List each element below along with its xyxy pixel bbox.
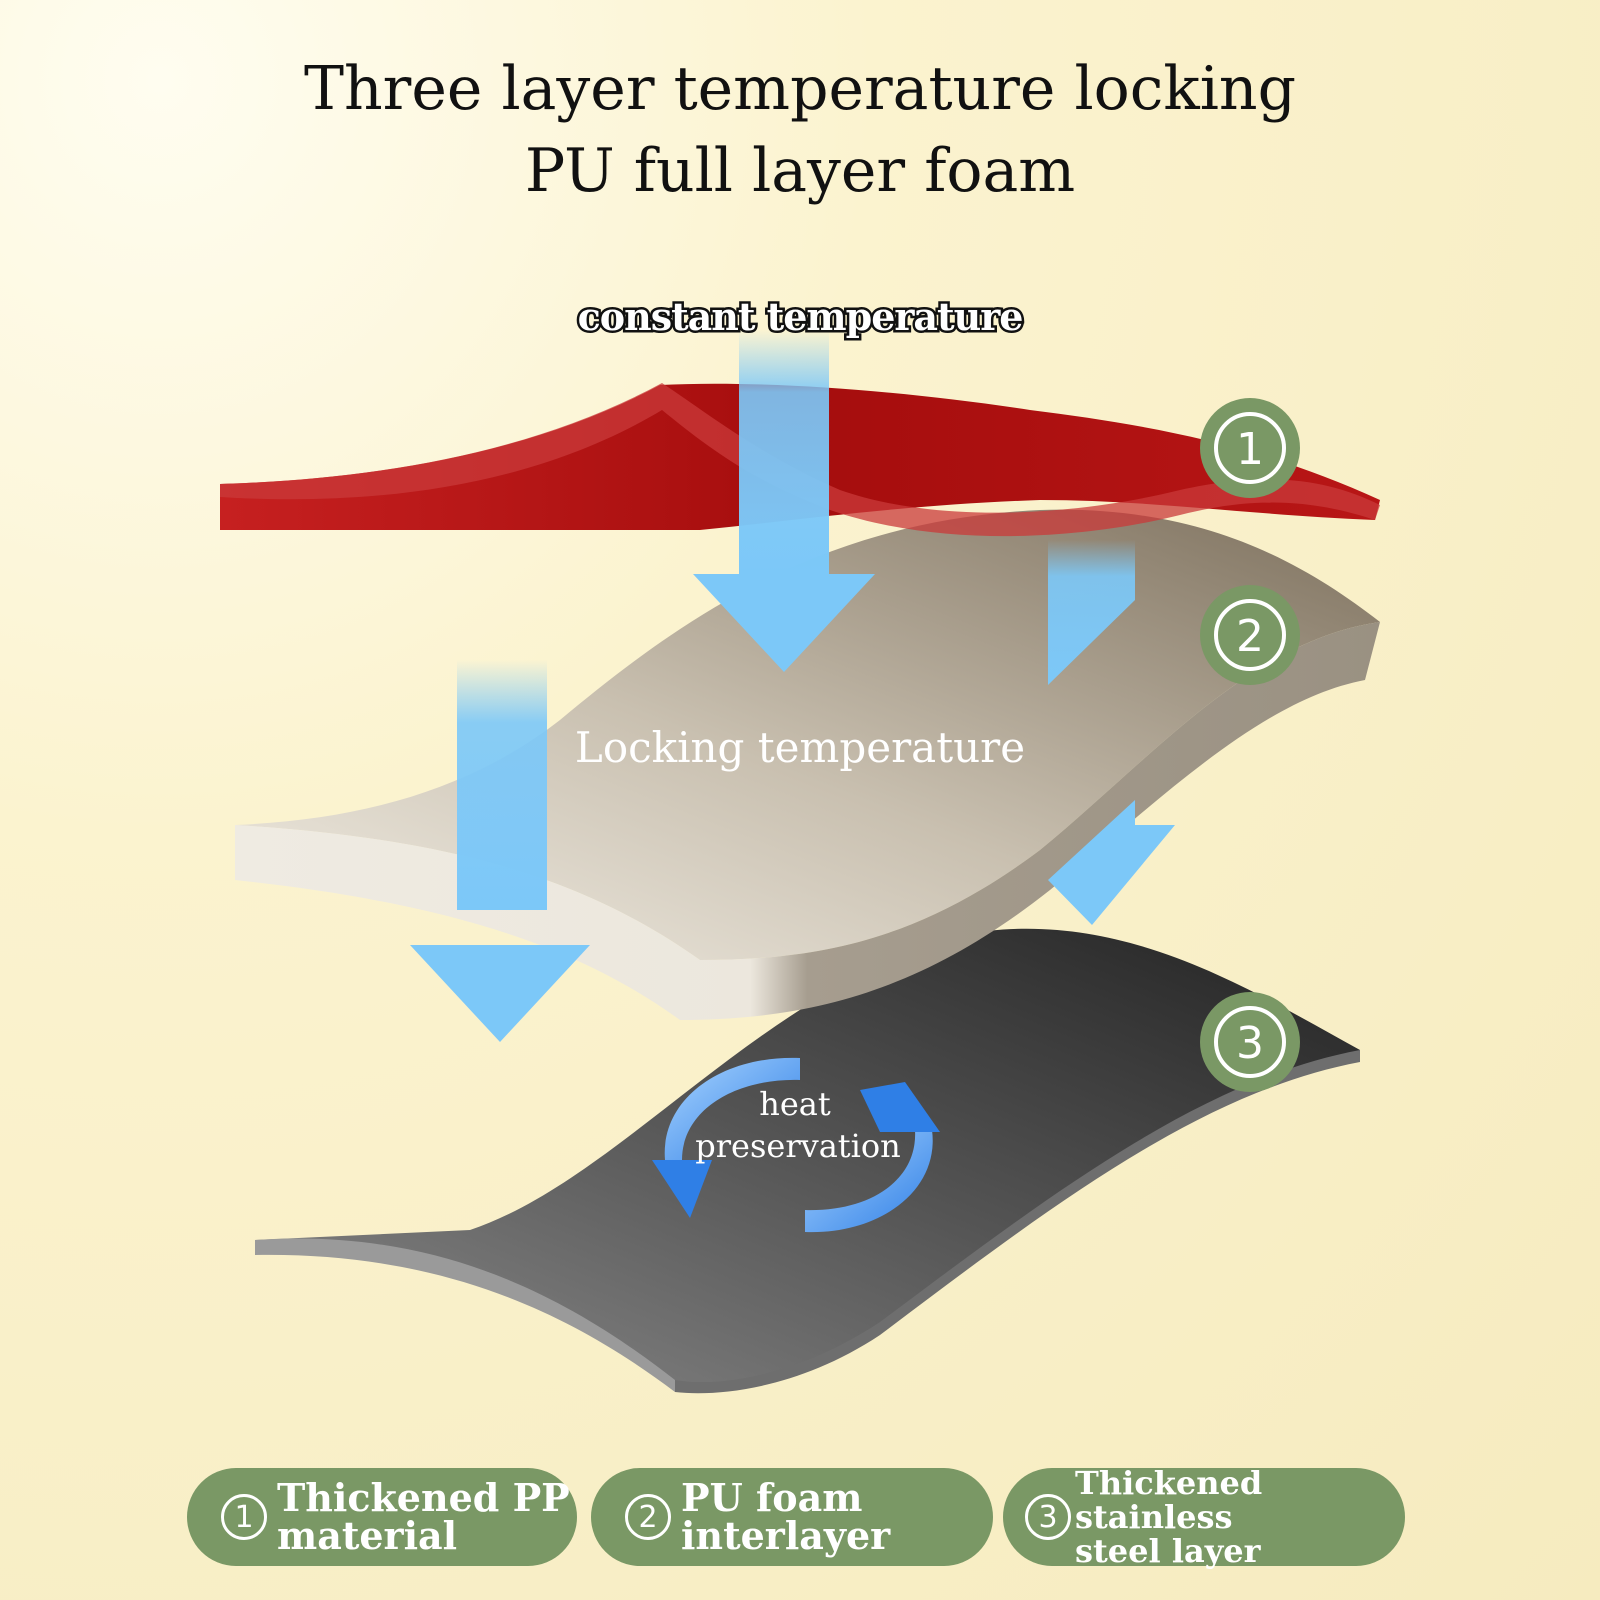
preservation-label: preservation [695,1127,901,1165]
legend-item-steel-layer: 3 Thickened stainless steel layer [1003,1464,1405,1570]
down-arrow-right-bottom [1048,800,1175,925]
heat-label: heat [759,1085,831,1123]
badge-2: 2 [1200,585,1300,685]
legend-item-pu-foam: 2 PU foam interlayer [591,1468,993,1566]
badge-3: 3 [1200,992,1300,1092]
page-title: Three layer temperature locking PU full … [0,48,1600,212]
cycle-arrows-icon [652,1057,940,1233]
down-arrow-left [410,660,590,1042]
legend-number: 1 [221,1494,267,1540]
legend-label: Thickened stainless steel layer [1075,1464,1263,1570]
badge-3-label: 3 [1236,1018,1264,1069]
constant-temperature-label: constant temperature [578,294,1023,339]
badge-1: 1 [1200,398,1300,498]
down-arrow-right-top [1048,540,1135,685]
steel-layer [255,928,1360,1394]
locking-temperature-label: Locking temperature [575,723,1025,772]
legend-item-pp-material: 1 Thickened PP material [187,1468,577,1566]
badge-1-label: 1 [1236,424,1264,475]
title-line-2: PU full layer foam [524,136,1076,206]
badge-2-label: 2 [1236,611,1264,662]
down-arrow-center [693,330,875,672]
legend-label: Thickened PP material [277,1475,570,1558]
legend-number: 3 [1025,1494,1071,1540]
legend-label: PU foam interlayer [681,1475,891,1558]
legend-number: 2 [625,1494,671,1540]
title-line-1: Three layer temperature locking [304,54,1296,124]
